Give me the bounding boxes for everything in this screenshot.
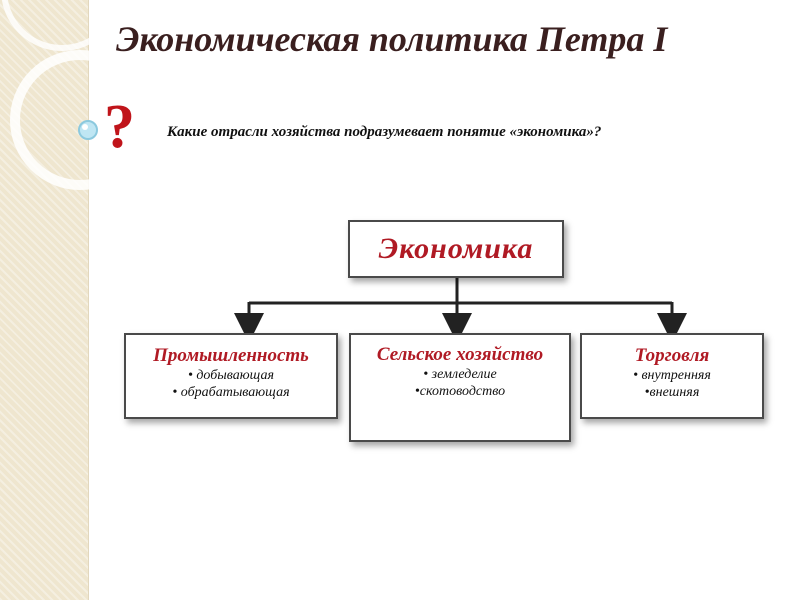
branch-item: •скотоводство bbox=[414, 384, 506, 399]
branch-item: • земледелие bbox=[423, 367, 497, 382]
branch-title: Торговля bbox=[634, 345, 710, 366]
branch-item: •внешняя bbox=[644, 385, 700, 400]
question-mark-icon: ? bbox=[104, 93, 135, 161]
branch-title: Сельское хозяйство bbox=[376, 344, 544, 365]
question-text: Какие отрасли хозяйства подразумевает по… bbox=[167, 124, 602, 140]
branch-title: Промышленность bbox=[153, 345, 309, 366]
branch-agriculture: Сельское хозяйство • земледелие •скотово… bbox=[349, 333, 571, 442]
branch-item: • внутренняя bbox=[633, 368, 711, 383]
economy-root-box: Экономика bbox=[348, 220, 564, 278]
branch-industry: Промышленность • добывающая • обрабатыва… bbox=[124, 333, 338, 419]
branch-trade: Торговля • внутренняя •внешняя bbox=[580, 333, 764, 419]
branch-item: • добывающая bbox=[187, 368, 275, 383]
slide-title: Экономическая политика Петра I bbox=[116, 19, 668, 59]
decorative-circles bbox=[1, 0, 150, 190]
branch-item: • обрабатывающая bbox=[172, 385, 290, 400]
